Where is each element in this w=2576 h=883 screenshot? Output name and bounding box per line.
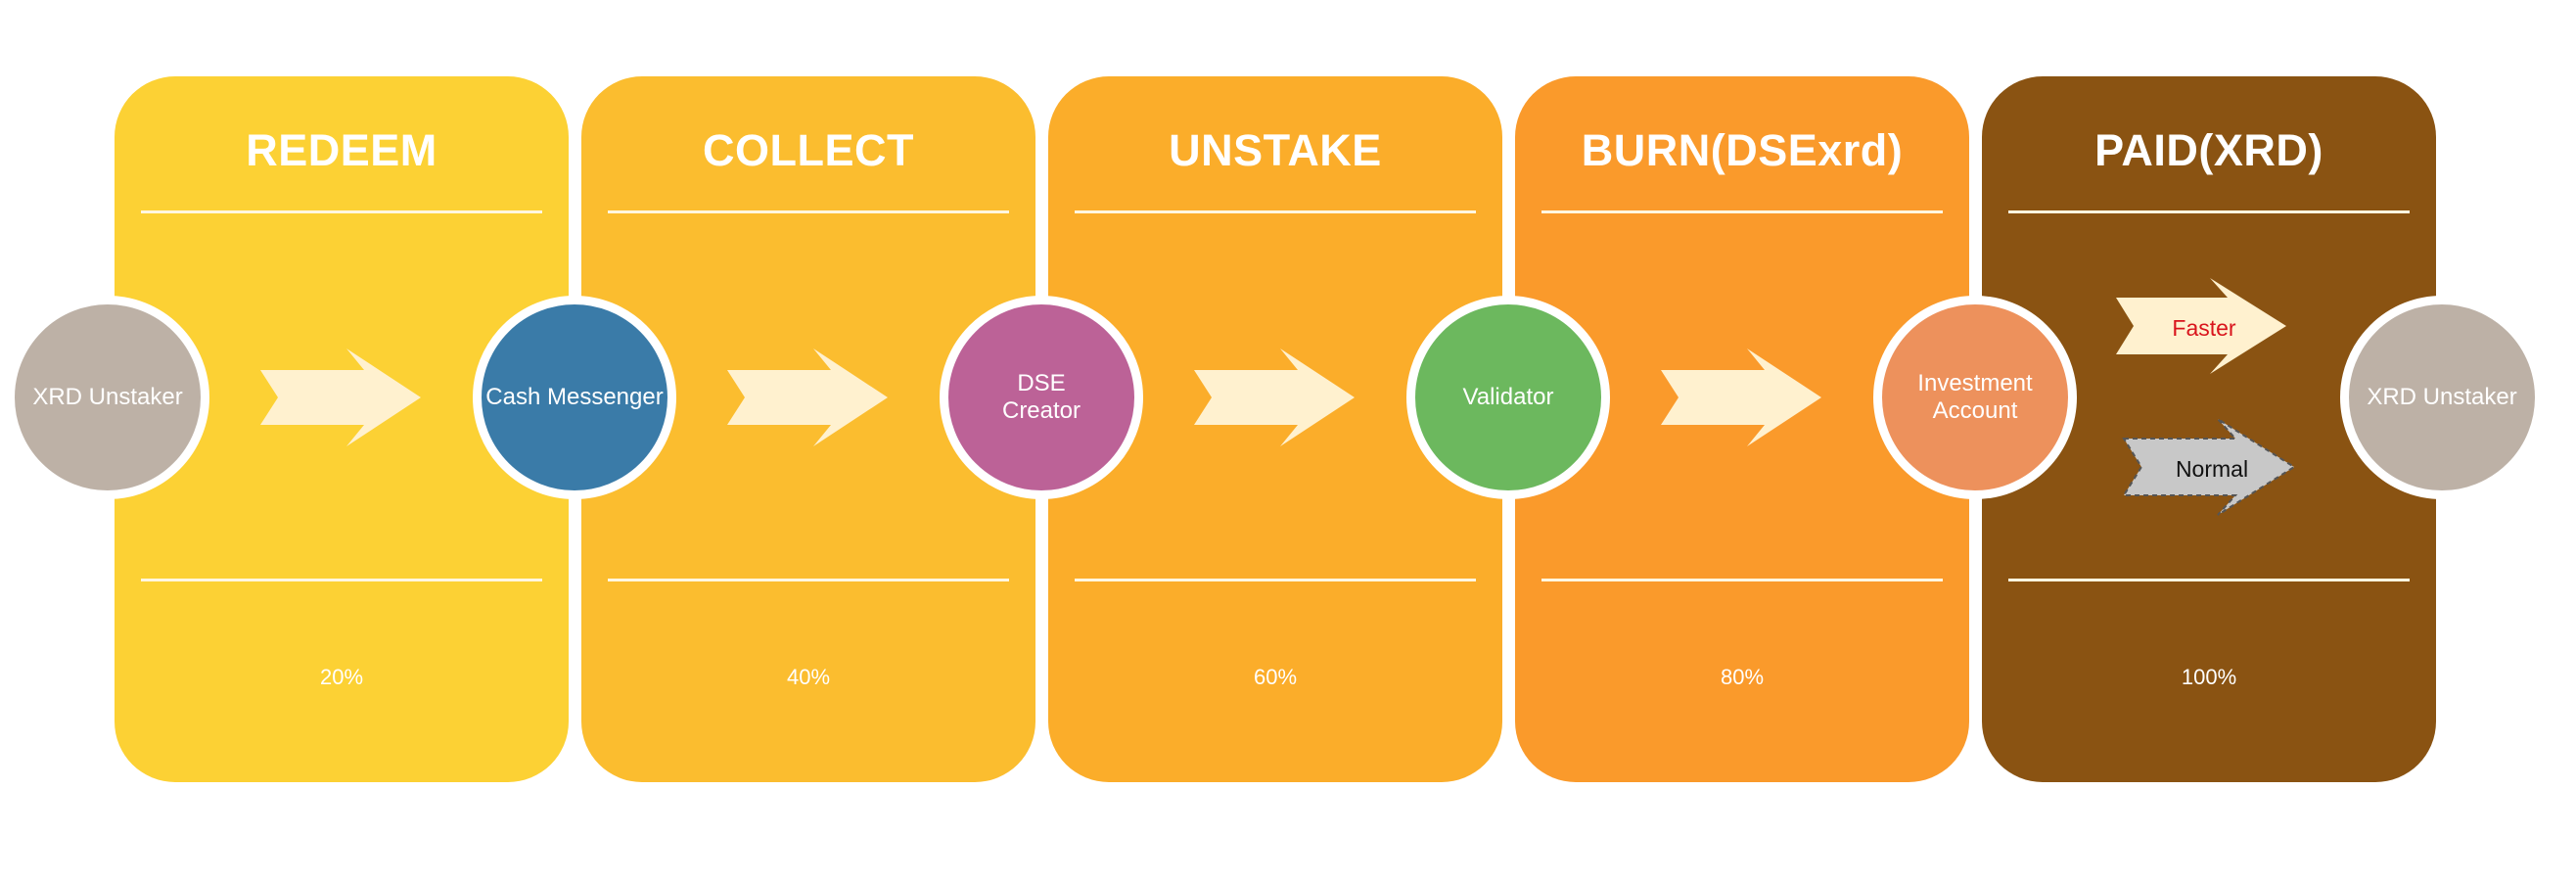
divider	[1541, 579, 1943, 581]
divider	[141, 579, 542, 581]
stage-percent: 80%	[1720, 665, 1765, 689]
divider	[608, 210, 1009, 213]
node-label: Investment Account	[1917, 370, 2033, 424]
node-investment-account: Investment Account	[1873, 296, 2077, 499]
flow-arrow-icon	[1194, 349, 1355, 446]
stage-percent: 100%	[2181, 665, 2237, 689]
stage-title: UNSTAKE	[1169, 125, 1382, 175]
normal-label: Normal	[2175, 456, 2249, 482]
divider	[141, 210, 542, 213]
node-label: XRD Unstaker	[2367, 384, 2517, 410]
node-cash-messenger: Cash Messenger	[473, 296, 676, 499]
flow-arrow-icon	[727, 349, 888, 446]
flow-arrow-icon	[260, 349, 421, 446]
node-validator: Validator	[1406, 296, 1610, 499]
divider	[2008, 579, 2410, 581]
normal-arrow-icon	[2122, 418, 2296, 516]
node-label: Cash Messenger	[485, 384, 664, 410]
stage-percent: 20%	[319, 665, 364, 689]
faster-label: Faster	[2172, 315, 2236, 341]
node-label: XRD Unstaker	[32, 384, 183, 410]
divider	[608, 579, 1009, 581]
stage-title: REDEEM	[246, 125, 437, 175]
node-label: DSE Creator	[1001, 370, 1081, 424]
divider	[1075, 210, 1476, 213]
stage-title: BURN(DSExrd)	[1581, 125, 1904, 175]
divider	[2008, 210, 2410, 213]
flow-arrow-icon	[1661, 349, 1821, 446]
node-dse-creator: DSE Creator	[940, 296, 1143, 499]
node-xrd-unstaker: XRD Unstaker	[6, 296, 209, 499]
node-xrd-unstaker-end: XRD Unstaker	[2340, 296, 2544, 499]
stage-title: PAID(XRD)	[2094, 125, 2323, 175]
node-label: Validator	[1462, 384, 1554, 410]
faster-arrow-icon	[2116, 278, 2286, 374]
divider	[1075, 579, 1476, 581]
stage-title: COLLECT	[703, 125, 914, 175]
stage-percent: 40%	[786, 665, 831, 689]
divider	[1541, 210, 1943, 213]
stage-percent: 60%	[1253, 665, 1298, 689]
